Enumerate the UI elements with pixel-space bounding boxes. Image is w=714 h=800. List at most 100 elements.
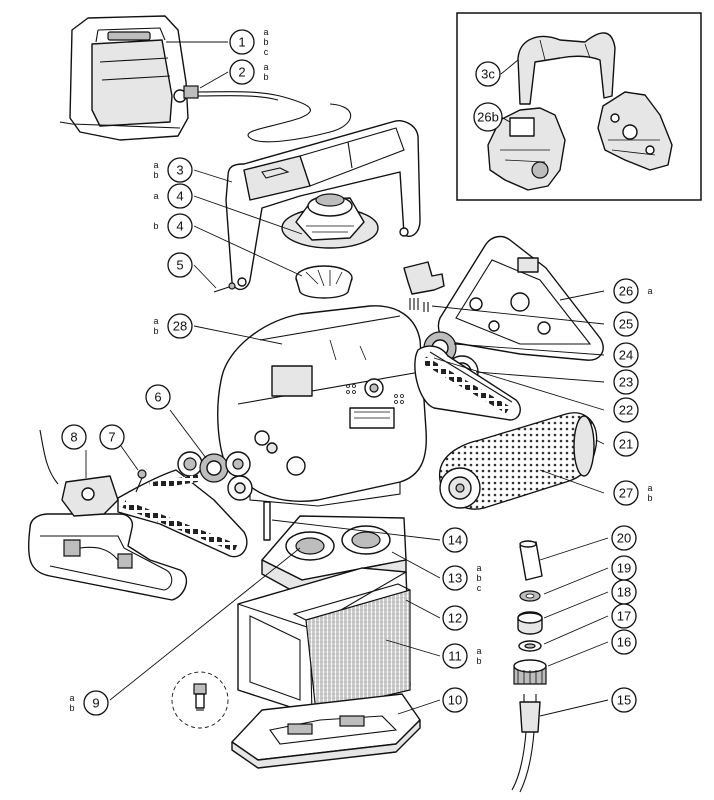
callout-variant-letter: a: [69, 693, 74, 703]
callout-variant-letter: c: [477, 583, 482, 593]
callout-circle: [442, 605, 468, 631]
callout-20: 20: [611, 525, 637, 551]
callout-number: 3c: [481, 67, 495, 82]
inset-side-other: [597, 91, 673, 171]
callout-8: 8: [61, 424, 87, 450]
callout-number: 15: [617, 693, 631, 708]
swivel-a: [281, 193, 379, 249]
callout-circle: [613, 397, 639, 423]
callout-circle: [473, 102, 503, 132]
callout-circle: [167, 252, 193, 278]
callout-21: 21: [613, 431, 639, 457]
callout-number: 19: [617, 561, 631, 576]
callout-number: 6: [154, 390, 161, 405]
callout-number: 13: [448, 571, 462, 586]
callout-17: 17: [611, 603, 637, 629]
callout-22: 22: [613, 397, 639, 423]
callout-circle: [475, 61, 501, 87]
callout-18: 18: [611, 579, 637, 605]
inset-side-26b: [487, 107, 566, 191]
detail-9: [171, 671, 229, 729]
washer-19: [519, 590, 541, 602]
callout-2: 2 ab: [229, 59, 269, 85]
filter-mesh: [292, 583, 411, 713]
callout-circle: [611, 603, 637, 629]
rod-14: [263, 501, 271, 541]
callout-4b: 4b: [153, 213, 193, 239]
nut-18: [517, 611, 543, 635]
callout-variant-letter: a: [263, 27, 268, 37]
washer-17: [518, 640, 542, 652]
callout-circle: [83, 690, 109, 716]
callout-24: 24: [613, 342, 639, 368]
callout-5: 5: [167, 252, 193, 278]
callout-number: 16: [617, 635, 631, 650]
callout-9: 9ab: [69, 690, 109, 716]
callout-19: 19: [611, 555, 637, 581]
callout-variant-letter: b: [263, 37, 268, 47]
power-cable: [183, 85, 352, 143]
track-right: [414, 345, 521, 421]
callout-circle: [442, 527, 468, 553]
callout-number: 11: [448, 649, 462, 664]
callout-number: 22: [619, 403, 633, 418]
screw-5: [213, 282, 236, 293]
bearings-6: [177, 430, 270, 501]
callout-circle: [167, 213, 193, 239]
callout-variant-letter: a: [647, 286, 652, 296]
callout-number: 25: [619, 317, 633, 332]
callout-variant-letter: a: [647, 483, 652, 493]
callout-number: 4: [176, 189, 183, 204]
callout-variant-letter: b: [647, 493, 652, 503]
callout-variant-letter: a: [263, 62, 268, 72]
callout-circle: [61, 424, 87, 450]
callout-variant-letter: b: [69, 703, 74, 713]
clip-25: [403, 261, 445, 312]
callout-6: 6: [145, 384, 171, 410]
callout-circle: [442, 687, 468, 713]
callout-circle: [611, 629, 637, 655]
callout-26b: 26b: [473, 102, 503, 132]
connector-15: [511, 694, 541, 793]
swivel-nut-16: [513, 659, 547, 685]
callout-variant-letter: a: [476, 646, 481, 656]
callout-circle: [167, 157, 193, 183]
callout-variant-letter: a: [153, 160, 158, 170]
callout-variant-letter: b: [153, 170, 158, 180]
callout-variant-letter: a: [476, 563, 481, 573]
callout-number: 2: [238, 65, 245, 80]
callout-variant-letter: b: [153, 326, 158, 336]
callout-circle: [442, 565, 468, 591]
callout-circle: [613, 431, 639, 457]
callout-number: 27: [619, 486, 633, 501]
callout-number: 5: [176, 258, 183, 273]
callout-circle: [167, 183, 193, 209]
callout-variant-letter: b: [153, 221, 158, 231]
callout-number: 8: [70, 430, 77, 445]
callout-7: 7: [99, 424, 125, 450]
bottom-plate: [231, 693, 421, 769]
callout-number: 1: [238, 35, 245, 50]
callout-number: 21: [619, 437, 633, 452]
callout-number: 26b: [477, 110, 499, 125]
callout-circle: [99, 424, 125, 450]
callout-12: 12: [442, 605, 468, 631]
callout-circle: [442, 643, 468, 669]
track-left: [117, 469, 248, 558]
callout-number: 12: [448, 611, 462, 626]
callout-number: 17: [617, 609, 631, 624]
screw-7: [135, 469, 147, 493]
callout-number: 4: [176, 219, 183, 234]
callout-15: 15: [611, 687, 637, 713]
brush-roller: [439, 412, 598, 510]
callout-variant-letter: a: [153, 191, 158, 201]
swivel-b: [295, 265, 353, 299]
callout-circle: [613, 342, 639, 368]
callout-variant-letter: b: [263, 72, 268, 82]
callout-circle: [611, 525, 637, 551]
callout-circle: [145, 384, 171, 410]
